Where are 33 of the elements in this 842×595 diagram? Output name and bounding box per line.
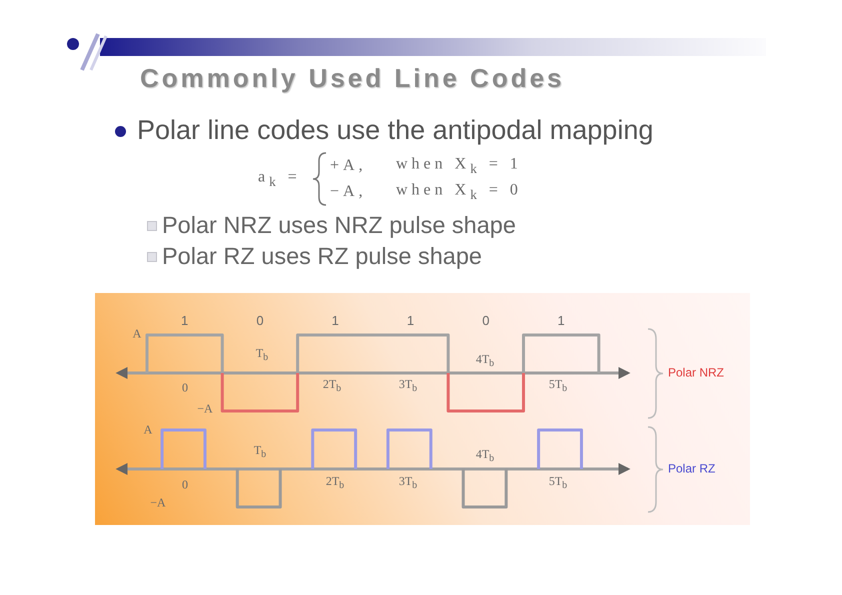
bit-value: 1 [332,314,339,328]
sub-bullet-text: Polar NRZ uses NRZ pulse shape [162,213,516,239]
time-label: 2T$_{b}$ [322,378,342,394]
bullet-text: Polar line codes use the antipodal mapping [137,116,654,146]
equation-condition: when X$_{k}$ = 0 [396,182,522,202]
time-label: 2T$_{b}$ [326,474,344,492]
bit-value: 0 [482,314,490,328]
time-label: 0 [182,381,188,395]
amplitude-label: A [144,423,152,437]
time-label: 3T$_{b}$ [398,474,418,492]
time-label: T$_{b}$ [256,346,268,364]
time-label: T$_{b}$ [254,444,266,460]
bit-value: 1 [181,314,188,328]
amplitude-label: A [132,327,142,341]
time-label: 5T$_{b}$ [548,378,568,394]
amplitude-label: −A [150,496,166,510]
time-label: 3T$_{b}$ [398,378,418,394]
equation-term: a$_{k}$ = [258,168,301,190]
waveform-name: Polar RZ [668,462,716,476]
time-label: 4T$_{b}$ [476,448,494,464]
bit-value: 0 [256,314,264,328]
sub-bullet-text: Polar RZ uses RZ pulse shape [162,244,482,270]
bit-value: 1 [558,314,565,328]
slide-title: Commonly Used Line Codes [140,64,564,93]
time-label: 5T$_{b}$ [548,474,568,492]
bit-value: 1 [406,314,414,328]
time-label: 0 [182,478,188,492]
amplitude-label: −A [197,402,213,416]
equation-term: −A, [330,183,367,201]
equation-condition: when X$_{k}$ = 1 [396,156,522,176]
equation-term: +A, [330,157,367,175]
time-label: 4T$_{b}$ [476,352,494,370]
waveform-name: Polar NRZ [668,366,724,380]
